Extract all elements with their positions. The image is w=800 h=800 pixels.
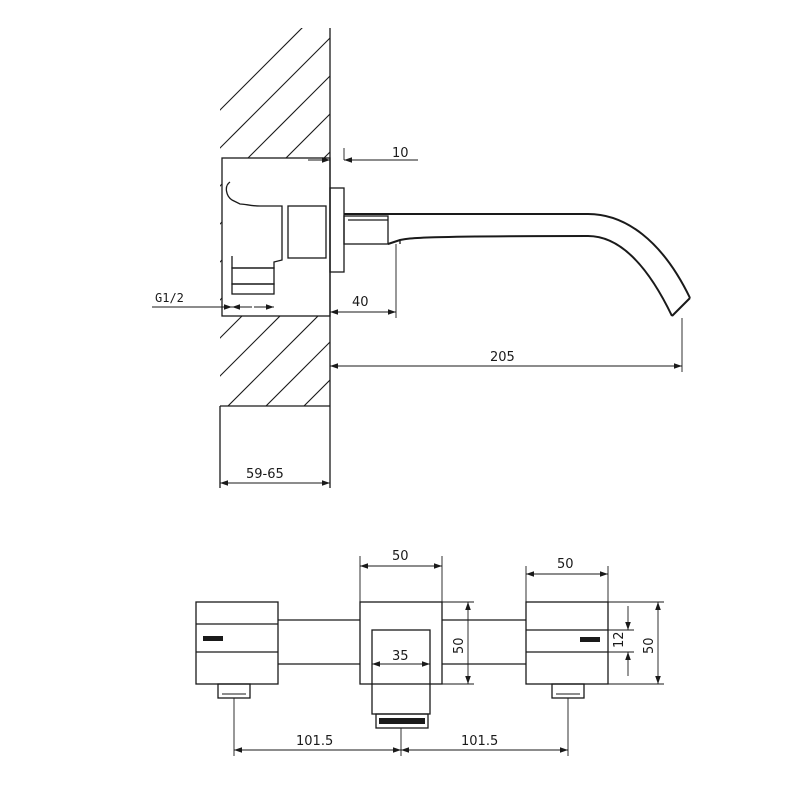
right-handle — [525, 601, 609, 699]
valve-body-hook — [225, 181, 283, 269]
spout-outlet — [379, 718, 425, 724]
dim-right-height-label: 50 — [642, 637, 657, 654]
right-handle-indicator — [580, 637, 600, 642]
dim-center-height-label: 50 — [452, 637, 467, 654]
dim-projection-label: 40 — [352, 295, 369, 310]
dim-flange-label: 10 — [392, 146, 409, 161]
dim-right-handle-width-label: 50 — [557, 557, 574, 572]
dim-right-spacing-label: 101.5 — [461, 734, 498, 749]
dim-wall-depth-label: 59-65 — [246, 467, 284, 482]
spout-connector — [343, 215, 389, 245]
wall-flange — [329, 187, 345, 273]
valve-cartridge — [287, 205, 327, 259]
center-spout — [359, 601, 443, 729]
dim-spout-reach-label: 205 — [490, 350, 515, 365]
dim-center-width-label: 50 — [392, 549, 409, 564]
left-handle — [195, 601, 279, 699]
wall-hatching — [220, 28, 330, 406]
dim-left-spacing-label: 101.5 — [296, 734, 333, 749]
thread-inlet — [231, 267, 275, 285]
dim-indicator-label: 12 — [612, 631, 627, 648]
dim-outlet-width-label: 35 — [392, 649, 409, 664]
front-view: 50 50 50 35 12 50 — [195, 549, 664, 756]
left-handle-indicator — [203, 636, 223, 641]
concealed-body — [221, 157, 331, 317]
side-view: 10 G1/2 40 205 59-65 — [152, 28, 691, 488]
spout — [344, 213, 691, 299]
dim-thread-label: G1/2 — [155, 291, 184, 305]
